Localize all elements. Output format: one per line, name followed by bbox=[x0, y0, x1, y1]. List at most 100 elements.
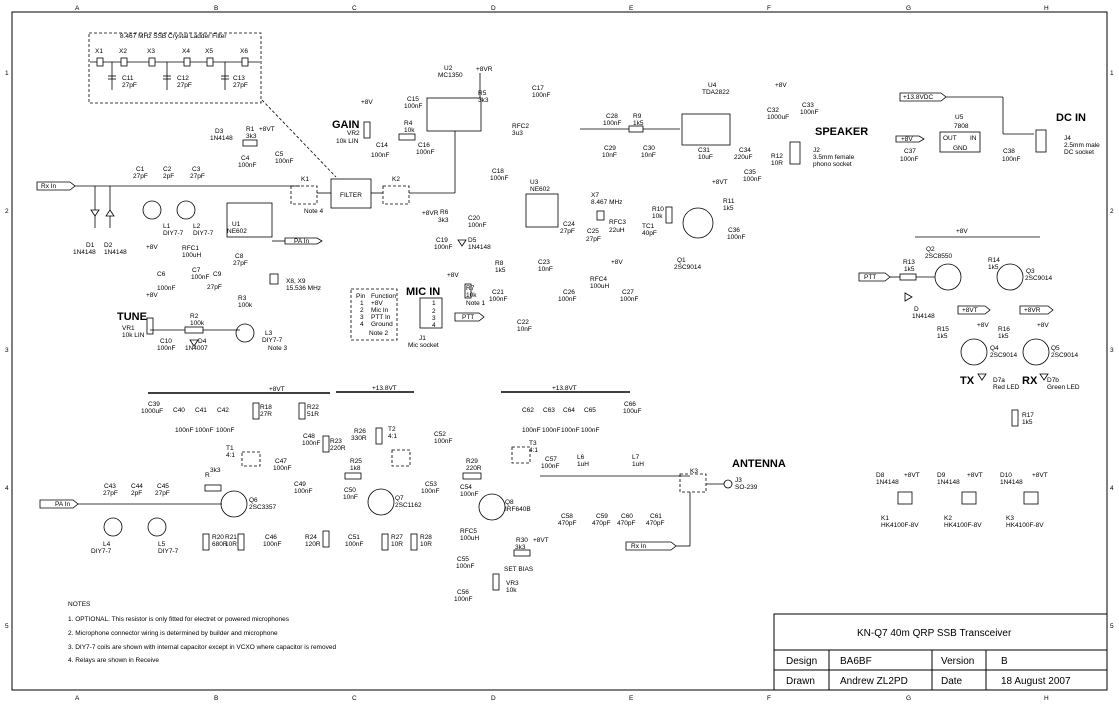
rfc1-ref: RFC1 bbox=[182, 245, 199, 252]
l4-value: DIY7-7 bbox=[91, 548, 112, 555]
c44-value: 2pF bbox=[131, 490, 142, 497]
c41-value: 100nF bbox=[195, 427, 213, 434]
c14-value: 100nF bbox=[371, 152, 389, 159]
c17-value: 100nF bbox=[532, 92, 550, 99]
d10-ref: D10 bbox=[1000, 472, 1012, 479]
date-value: 18 August 2007 bbox=[1001, 676, 1071, 687]
k1-ref-top: K1 bbox=[301, 176, 309, 183]
r11-value: 1k5 bbox=[723, 205, 734, 212]
col-g-top: G bbox=[906, 5, 911, 12]
version-label: Version bbox=[941, 656, 974, 667]
r20-ref: R20 bbox=[212, 534, 224, 541]
c3-value: 27pF bbox=[190, 173, 205, 180]
d7b-ref: D7b bbox=[1047, 377, 1059, 384]
q1-ref: Q1 bbox=[677, 257, 686, 264]
c19-ref: C19 bbox=[436, 237, 448, 244]
pa-in-port-bottom bbox=[39, 499, 79, 509]
tc1-ref: TC1 bbox=[642, 223, 655, 230]
r6-value: 3k3 bbox=[438, 217, 449, 224]
r4-value: 10k bbox=[404, 127, 415, 134]
r9-value: 1k5 bbox=[633, 120, 644, 127]
pin-table-header-pin: Pin bbox=[356, 293, 366, 300]
antenna-heading: ANTENNA bbox=[732, 458, 786, 470]
q6-value: 2SC3357 bbox=[249, 504, 276, 511]
row-1-left: 1 bbox=[5, 70, 9, 77]
rail-8vt-k1: +8VT bbox=[904, 472, 920, 479]
c24-value: 27pF bbox=[560, 228, 575, 235]
c1-ref: C1 bbox=[136, 166, 145, 173]
c32-value: 1000uF bbox=[767, 114, 789, 121]
title-block: KN-Q7 40m QRP SSB Transceiver Design BA6… bbox=[773, 613, 1108, 691]
set-bias-label: SET BIAS bbox=[504, 566, 534, 573]
r15-value: 1k5 bbox=[937, 333, 948, 340]
product-detector: U3 NE602 +8VR R6 3k3 C20 100nF C19 100nF… bbox=[422, 179, 657, 303]
c60-ref: C60 bbox=[621, 513, 633, 520]
c28-value: 100nF bbox=[603, 120, 621, 127]
design-value: BA6BF bbox=[840, 656, 872, 667]
x2-label: X2 bbox=[119, 48, 127, 55]
r3-value: 100k bbox=[238, 302, 253, 309]
vr3-value: 10k bbox=[506, 587, 517, 594]
r25-ref: R25 bbox=[350, 458, 362, 465]
t2-value: 4:1 bbox=[388, 433, 397, 440]
q1-value: 2SC9014 bbox=[674, 264, 701, 271]
r24-value: 120R bbox=[305, 541, 321, 548]
pin-table-row4-fn: Ground bbox=[371, 321, 393, 328]
rfc2-ref: RFC2 bbox=[512, 123, 529, 130]
c55-value: 100nF bbox=[456, 563, 474, 570]
c20-ref: C20 bbox=[468, 215, 480, 222]
c20-value: 100nF bbox=[468, 222, 486, 229]
q2-transistor bbox=[934, 263, 962, 291]
pa-in-port-bottom-label: PA In bbox=[55, 501, 70, 508]
q4-transistor bbox=[960, 338, 988, 366]
col-f-top: F bbox=[767, 5, 771, 12]
k3-ref: K3 bbox=[1006, 515, 1014, 522]
c19-value: 100nF bbox=[434, 244, 452, 251]
rfc3-ref: RFC3 bbox=[609, 219, 626, 226]
r21-value: 10R bbox=[225, 541, 237, 548]
c47-ref: C47 bbox=[275, 458, 287, 465]
d5-ref: D5 bbox=[468, 237, 477, 244]
rail-8v-gain: +8V bbox=[361, 99, 373, 106]
u1-ne602 bbox=[226, 202, 273, 238]
d7b-value: Green LED bbox=[1047, 384, 1080, 391]
pin-table-row3-fn: PTT In bbox=[371, 314, 391, 321]
col-d-top: D bbox=[491, 5, 496, 12]
rail-8vt-k2: +8VT bbox=[967, 472, 983, 479]
c12-ref: C12 bbox=[177, 75, 189, 82]
c24-ref: C24 bbox=[563, 221, 575, 228]
u5-in-pin: IN bbox=[970, 135, 977, 142]
pa-in-port-top-label: PA In bbox=[294, 238, 309, 245]
c2-value: 2pF bbox=[163, 173, 174, 180]
c15-value: 100nF bbox=[404, 103, 422, 110]
r29-value: 220R bbox=[466, 465, 482, 472]
c43-ref: C43 bbox=[104, 483, 116, 490]
l3-value: DIY7-7 bbox=[262, 337, 283, 344]
vr1-ref: VR1 bbox=[122, 325, 135, 332]
dc-in-heading: DC IN bbox=[1056, 112, 1086, 124]
u4-ref: U4 bbox=[708, 82, 717, 89]
c31-ref: C31 bbox=[698, 147, 710, 154]
c11-ref: C11 bbox=[122, 75, 134, 82]
r16-ref: R16 bbox=[998, 326, 1010, 333]
c30-ref: C30 bbox=[643, 145, 655, 152]
c5-ref: C5 bbox=[275, 151, 284, 158]
col-h-bottom: H bbox=[1044, 695, 1049, 702]
row-3-left: 3 bbox=[5, 347, 9, 354]
c9-ref: C9 bbox=[213, 271, 222, 278]
row-markers: 1 2 3 4 5 1 2 3 4 5 bbox=[5, 70, 1114, 630]
q2-ref: Q2 bbox=[926, 246, 935, 253]
mic-input: MIC IN +8V R7 10k Note 1 1 2 3 4 J1 Mic … bbox=[350, 272, 532, 349]
rx-in-port-bottom-label: Rx In bbox=[631, 543, 647, 550]
c40-ref: C40 bbox=[173, 407, 185, 414]
r17-ref: R17 bbox=[1022, 412, 1034, 419]
col-a-top: A bbox=[75, 5, 80, 12]
c62-ref: C62 bbox=[522, 407, 534, 414]
rail-8v-regulator-label: +8V bbox=[901, 136, 913, 143]
c21-value: 100nF bbox=[489, 296, 507, 303]
r14-ref: R14 bbox=[988, 257, 1000, 264]
j4-ref: J4 bbox=[1064, 135, 1071, 142]
r18-ref: R18 bbox=[260, 404, 272, 411]
r7-value: 10k bbox=[466, 292, 477, 299]
rx-heading: RX bbox=[1022, 375, 1038, 387]
